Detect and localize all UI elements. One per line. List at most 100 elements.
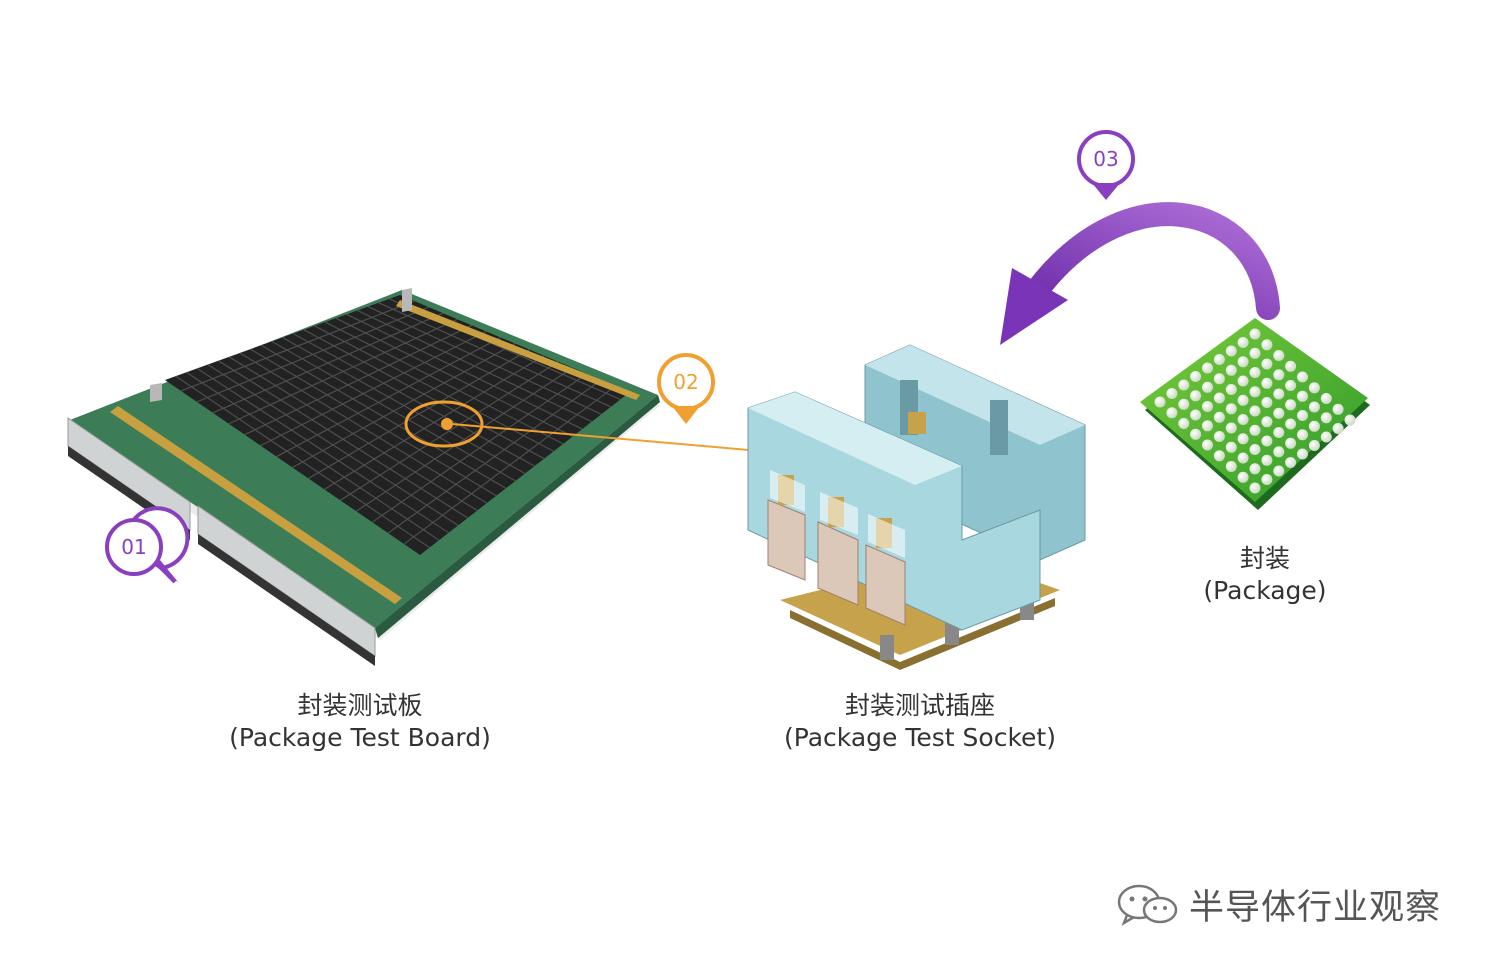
solder-ball [1273, 350, 1285, 361]
solder-ball [1297, 410, 1308, 421]
solder-ball [1225, 441, 1237, 453]
solder-ball [1154, 396, 1166, 408]
solder-ball [1308, 401, 1320, 413]
solder-ball [1273, 465, 1285, 477]
solder-ball [1249, 463, 1261, 475]
solder-ball [1285, 380, 1297, 391]
solder-ball [1273, 446, 1285, 458]
solder-ball [1261, 397, 1273, 408]
solder-ball [1166, 388, 1178, 399]
solder-ball [1213, 354, 1225, 365]
solder-ball [1273, 388, 1285, 400]
solder-ball [1261, 435, 1273, 447]
solder-ball [1261, 358, 1273, 370]
watermark: 半导体行业观察 [1115, 880, 1441, 928]
package-label-en: (Package) [1203, 576, 1327, 605]
solder-ball [1285, 418, 1297, 430]
socket-label-en: (Package Test Socket) [784, 723, 1056, 752]
solder-ball [1190, 371, 1202, 382]
marker-03: 03 [1077, 130, 1135, 200]
solder-ball [1225, 461, 1237, 472]
solder-ball [1237, 337, 1249, 348]
solder-ball [1202, 439, 1213, 451]
solder-ball [1213, 431, 1225, 442]
wechat-icon [1117, 884, 1178, 926]
solder-ball [1320, 393, 1332, 404]
solder-ball [1190, 390, 1202, 402]
insert-arrow [1000, 202, 1280, 345]
solder-ball [1213, 450, 1225, 462]
package-label: 封装 (Package) [1160, 543, 1370, 607]
package-test-socket-illustration [747, 344, 1086, 670]
solder-ball [1273, 427, 1285, 438]
solder-ball [1237, 433, 1249, 445]
package-chip-illustration [1140, 318, 1370, 510]
package-test-board-illustration [67, 288, 660, 666]
solder-ball [1261, 454, 1273, 466]
solder-ball [1202, 381, 1213, 393]
solder-ball [1213, 411, 1225, 423]
marker-02: 02 [657, 353, 715, 424]
solder-ball [1178, 379, 1190, 391]
solder-ball [1178, 398, 1190, 410]
board-label: 封装测试板 (Package Test Board) [205, 690, 515, 754]
solder-ball [1320, 412, 1332, 424]
solder-ball [1190, 409, 1202, 421]
solder-ball [1225, 384, 1237, 395]
solder-ball [1249, 444, 1261, 455]
marker-01: 01 [105, 506, 190, 584]
solder-ball [1261, 474, 1273, 485]
board-label-zh: 封装测试板 [297, 691, 423, 720]
solder-ball [1202, 420, 1213, 432]
solder-ball [1202, 401, 1213, 412]
solder-ball [1261, 416, 1273, 428]
board-label-en: (Package Test Board) [229, 723, 491, 752]
solder-ball [1344, 414, 1356, 426]
solder-ball [1249, 328, 1261, 340]
solder-ball [1237, 414, 1249, 425]
solder-ball [1249, 367, 1261, 378]
solder-ball [1237, 471, 1249, 483]
solder-ball [1202, 362, 1213, 374]
solder-ball [1261, 377, 1273, 389]
solder-ball [1249, 386, 1261, 398]
solder-ball [1285, 399, 1297, 411]
socket-label: 封装测试插座 (Package Test Socket) [760, 690, 1080, 754]
solder-ball [1308, 382, 1320, 394]
solder-ball [1213, 392, 1225, 404]
solder-ball [1249, 347, 1261, 359]
solder-ball [1261, 339, 1273, 351]
solder-ball [1213, 373, 1225, 385]
socket-label-zh: 封装测试插座 [844, 691, 995, 720]
solder-ball [1297, 390, 1308, 402]
solder-ball [1273, 369, 1285, 381]
solder-ball [1249, 405, 1261, 417]
marker-01-label: 01 [121, 535, 146, 559]
solder-ball [1190, 428, 1202, 440]
solder-ball [1285, 437, 1297, 449]
solder-ball [1285, 360, 1297, 372]
solder-ball [1225, 364, 1237, 376]
solder-ball [1237, 394, 1249, 406]
solder-ball [1225, 345, 1237, 357]
solder-ball [1178, 418, 1190, 429]
solder-ball [1308, 420, 1320, 432]
watermark-text: 半导体行业观察 [1189, 887, 1442, 928]
solder-ball [1332, 423, 1344, 434]
solder-ball [1249, 482, 1261, 494]
solder-ball [1273, 407, 1285, 419]
marker-02-label: 02 [673, 370, 698, 394]
solder-ball [1249, 424, 1261, 436]
solder-ball [1332, 403, 1344, 415]
package-label-zh: 封装 [1239, 544, 1290, 573]
socket-highlight [404, 400, 773, 453]
solder-ball [1237, 375, 1249, 387]
solder-ball [1285, 457, 1297, 468]
solder-ball [1225, 422, 1237, 434]
marker-03-label: 03 [1093, 147, 1118, 171]
solder-ball [1297, 429, 1308, 441]
solder-ball [1237, 452, 1249, 464]
solder-ball [1237, 356, 1249, 368]
solder-ball [1297, 448, 1308, 460]
